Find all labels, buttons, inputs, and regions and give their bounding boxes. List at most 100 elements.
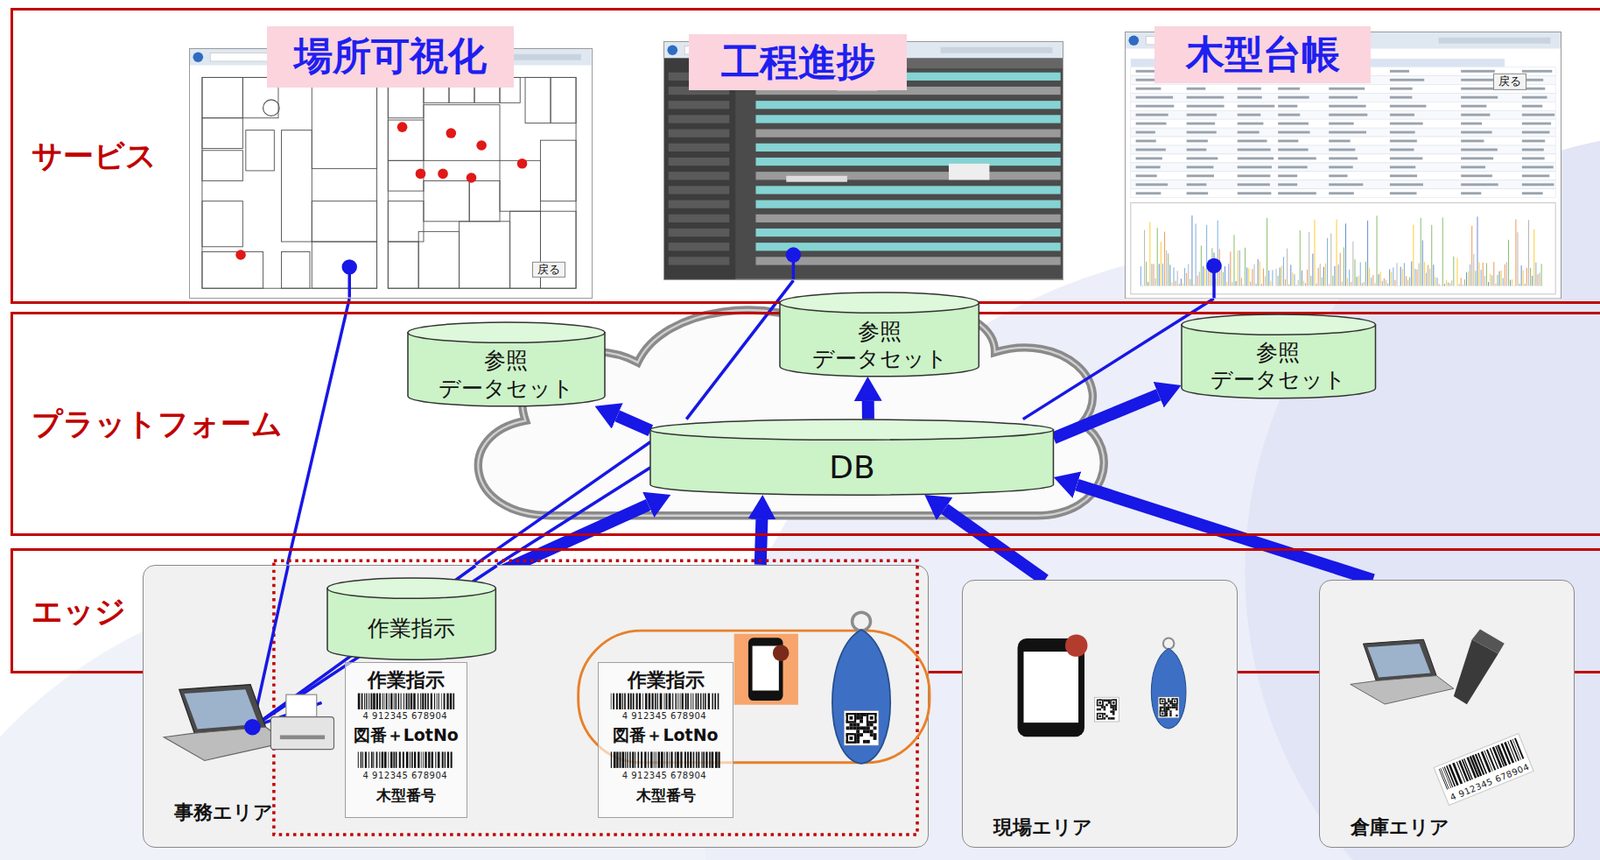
table-cell [1237, 104, 1276, 107]
room [245, 130, 275, 171]
chart-bar [1261, 283, 1263, 286]
qr-cell [866, 722, 871, 726]
layer-band: 参照 データセット参照 データセット参照 データセットDBプラットフォーム [10, 311, 1600, 536]
qr-finder-inner [848, 714, 855, 721]
chart-bar [1146, 260, 1148, 286]
chart-bar [1222, 271, 1224, 286]
chart-bar [1200, 245, 1202, 286]
qr-finder-dot [849, 736, 854, 740]
gantt-row-name [668, 242, 730, 251]
chart-bar [1464, 279, 1466, 286]
table-cell [1461, 174, 1494, 177]
chart-bar [1316, 282, 1318, 286]
phone-bubble [772, 644, 790, 661]
table-cell [1522, 182, 1555, 186]
cylinder-top [327, 577, 496, 598]
qr-cell [1106, 703, 1109, 707]
chart-bar [1395, 280, 1397, 287]
qr-cell [1173, 700, 1176, 702]
table-cell [1136, 130, 1156, 134]
qr-cell [1159, 708, 1162, 710]
tag-body [1151, 648, 1187, 730]
cylinder-top [407, 322, 605, 343]
table-cell [1186, 121, 1215, 125]
slip-text: 木型番号 [376, 785, 436, 804]
table-cell [1329, 156, 1359, 160]
chart-bar [1281, 265, 1283, 286]
location-dot [415, 168, 427, 180]
qr-cell [1165, 708, 1168, 710]
barcode-bar [452, 693, 455, 709]
table-cell [1278, 86, 1301, 90]
table-cell [1461, 104, 1488, 107]
barcode-bar [449, 751, 452, 768]
qr-finder [1159, 698, 1166, 705]
chart-bar [1418, 262, 1420, 286]
barcode-bar [684, 751, 687, 768]
barcode-bar [679, 693, 681, 709]
barcode-bar [383, 693, 386, 709]
chart-bar [1422, 239, 1424, 286]
qr-cell [856, 736, 860, 740]
chart-bar [1345, 223, 1347, 286]
table-cell [1389, 130, 1416, 134]
table-row [1130, 101, 1556, 111]
chart-bar [1519, 283, 1521, 287]
cylinder-body [1181, 323, 1376, 398]
qr-cell [1096, 708, 1100, 711]
barcode-bar [638, 693, 641, 709]
chart-bar [1193, 283, 1195, 286]
room [312, 241, 378, 288]
chart-bar [1438, 283, 1440, 286]
link-line [686, 280, 793, 420]
qr-cell [1167, 708, 1170, 710]
barcode-bar [390, 751, 393, 768]
chart-bar [1492, 274, 1494, 286]
chart-bar [1526, 266, 1528, 286]
chart-bar [1249, 267, 1250, 286]
barcode-bar [411, 751, 414, 768]
gantt-row-name [668, 171, 730, 180]
table-cell [1461, 156, 1495, 160]
qr-cell [1165, 701, 1168, 704]
location-dot [477, 140, 488, 152]
chart-bar [1459, 283, 1460, 286]
chart-bar [1184, 267, 1186, 287]
chart-bar [1440, 284, 1442, 287]
qr-cell [849, 725, 854, 730]
qr-cell [1170, 714, 1172, 716]
location-dot [236, 250, 247, 261]
qr-cell [849, 736, 854, 740]
qr-cell [1103, 705, 1107, 709]
barcode-bar [414, 751, 416, 768]
chart-bar [1385, 279, 1387, 286]
table-cell [1522, 191, 1544, 195]
barcode-bar [702, 693, 704, 709]
chart-bar [1158, 263, 1160, 286]
chart-bar [1411, 260, 1413, 286]
chart-bar [1455, 285, 1457, 287]
qr-cell [863, 712, 867, 716]
chart-bar [1311, 275, 1313, 287]
instruction-slip: 作業指示図番＋LotNo木型番号 [597, 661, 734, 817]
cylinder-body [407, 332, 605, 407]
gantt-bar [756, 186, 1061, 195]
layer-band: 場所可視化工程進捗木型台帳サービス [10, 7, 1600, 304]
qr-code [1094, 696, 1120, 722]
chart-bar [1244, 246, 1246, 286]
back-button: 戻る [1493, 73, 1527, 90]
barcode-bar [695, 693, 697, 709]
chart-bar [1173, 266, 1175, 286]
table-cell [1186, 165, 1215, 169]
qr-cell [1159, 706, 1162, 709]
table-row [1130, 119, 1556, 128]
chart-bar [1247, 266, 1249, 286]
scanner-head [1472, 629, 1505, 654]
table-cell [1237, 112, 1262, 116]
chart-bar [1353, 240, 1355, 286]
table-cell [1329, 182, 1364, 186]
gantt-row-name [668, 214, 730, 223]
qr-cell [1176, 703, 1179, 706]
qr-cell [1173, 703, 1176, 706]
